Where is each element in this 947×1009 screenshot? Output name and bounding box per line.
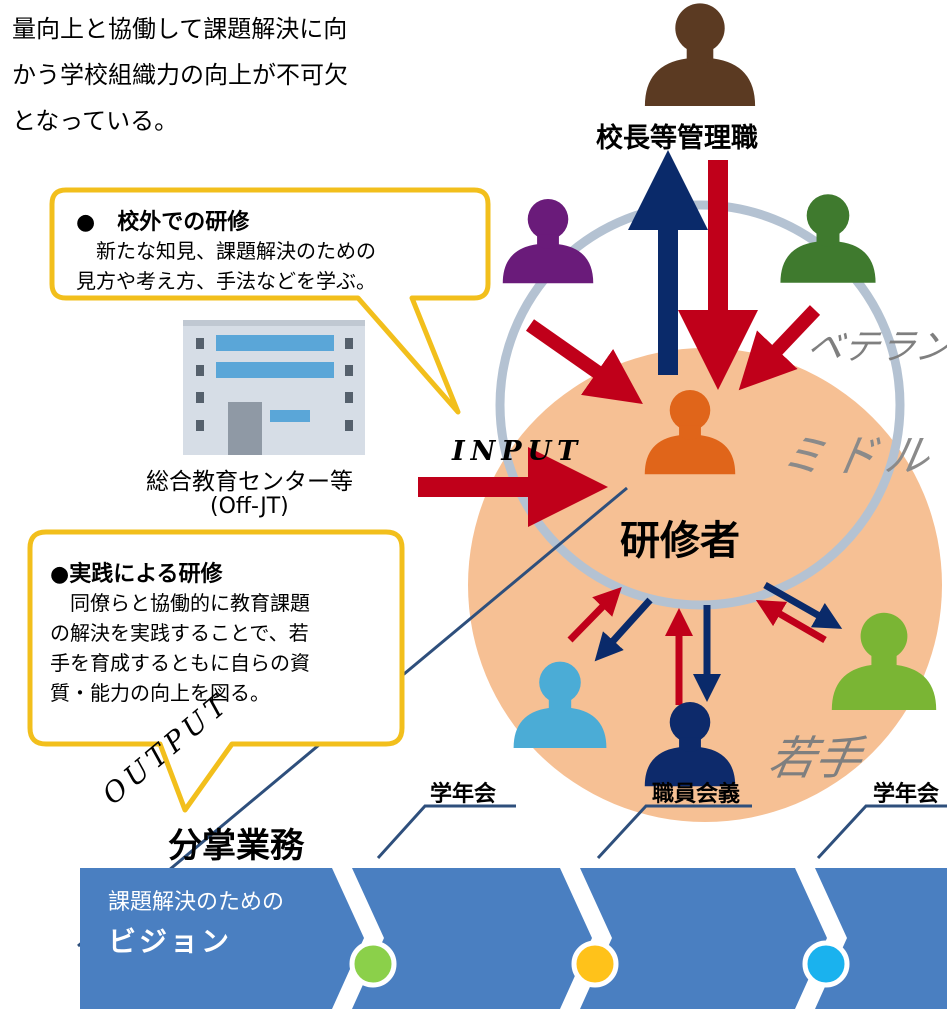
event-label-1: 学年会 — [430, 782, 497, 807]
building-icon — [183, 320, 365, 455]
offsite-bubble-line: 新たな知見、課題解決のための — [76, 239, 376, 263]
arrow-from-young-right — [755, 599, 827, 644]
practice-bubble-text: ●実践による研修 同僚らと協働的に教育課題 の解決を実践することで、若 手を育成… — [50, 556, 310, 708]
management-label: 校長等管理職 — [596, 123, 758, 154]
input-label: INPUT — [452, 436, 584, 467]
arrow-from-left-veteran — [525, 319, 643, 405]
veteran-right-person-icon — [780, 194, 876, 283]
event-leader-2 — [596, 804, 752, 860]
intro-text: 量向上と協働して課題解決に向 かう学校組織力の向上が不可欠 となっている。 — [12, 6, 412, 144]
event-dot-2 — [571, 940, 619, 988]
vision-label-line1: 課題解決のための — [108, 890, 285, 915]
practice-bubble-shape — [27, 529, 405, 813]
event-label-2: 職員会義 — [652, 782, 741, 807]
offsite-bubble-line: 見方や考え方、手法などを学ぶ。 — [76, 269, 376, 293]
management-person-icon — [644, 3, 756, 107]
timeline-band — [80, 868, 947, 1009]
vision-label-line2: ビジョン — [108, 925, 233, 958]
event-leader-3 — [816, 804, 947, 860]
trainee-label: 研修者 — [620, 518, 740, 564]
arrow-to-young-left — [594, 597, 653, 662]
arrow-from-right-veteran — [738, 305, 821, 391]
practice-bubble-line: 手を育成するともに自らの資 — [50, 651, 310, 675]
intro-line: となっている。 — [12, 107, 179, 135]
young-label: 若手 — [764, 731, 867, 785]
intro-line: かう学校組織力の向上が不可欠 — [12, 61, 348, 89]
veteran-label: ベテラン — [803, 327, 947, 368]
practice-bubble-line: 同僚らと協働的に教育課題 — [50, 591, 310, 615]
arrow-from-young-left — [567, 586, 622, 643]
event-leader-1 — [376, 804, 516, 860]
offsite-bubble-shape — [49, 187, 491, 415]
middle-label: ミドル — [776, 431, 942, 482]
event-dot-1 — [349, 940, 397, 988]
practice-bubble-title: ●実践による研修 — [50, 562, 223, 587]
offsite-bubble-title: ● 校外での研修 — [76, 210, 250, 235]
arrow-to-young-right — [763, 581, 843, 629]
practice-bubble-line: の解決を実践することで、若 — [50, 621, 309, 645]
event-label-3: 学年会 — [873, 782, 940, 807]
center-name: 総合教育センター等 — [146, 469, 353, 495]
duty-label: 分掌業務 — [168, 826, 304, 866]
practice-bubble-line: 質・能力の向上を図る。 — [50, 681, 270, 705]
offsite-bubble-text: ● 校外での研修 新たな知見、課題解決のための 見方や考え方、手法などを学ぶ。 — [76, 204, 376, 296]
event-dot-3 — [802, 940, 850, 988]
center-sub: (Off-JT) — [210, 494, 289, 519]
intro-line: 量向上と協働して課題解決に向 — [12, 15, 348, 43]
